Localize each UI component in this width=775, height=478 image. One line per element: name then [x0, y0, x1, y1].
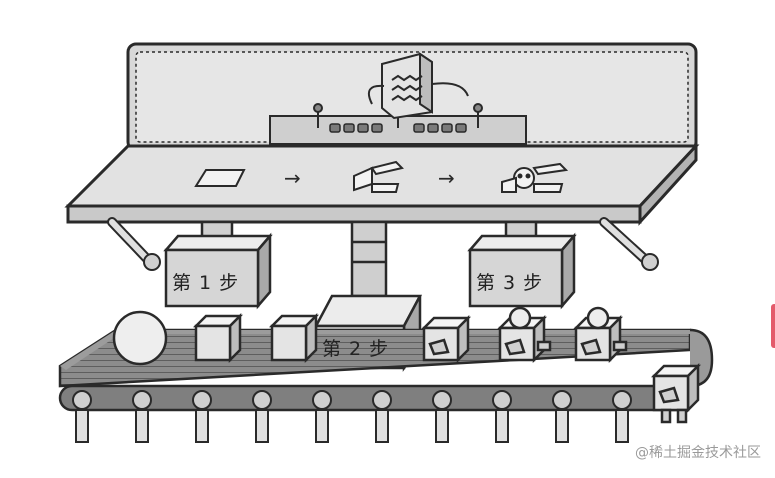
assembly-table: → → [64, 142, 700, 271]
press-step-1 [163, 220, 273, 310]
cube-item-1 [192, 312, 244, 364]
press-step-3 [467, 220, 577, 310]
edge-tab[interactable] [771, 304, 775, 348]
step-2-label: 第 2 步 [322, 338, 390, 360]
operator-robot-icon [368, 52, 469, 120]
belt-legs [75, 409, 629, 443]
raw-sphere [112, 310, 168, 366]
robot-item-2 [572, 306, 628, 364]
step-3-label: 第 3 步 [476, 272, 544, 294]
flow-arrow-1: → [284, 166, 301, 190]
watermark-text: @稀土掘金技术社区 [635, 445, 761, 461]
step-1-label: 第 1 步 [172, 272, 240, 294]
flow-robot-icon [501, 162, 569, 193]
part-item-1 [420, 314, 472, 364]
cube-item-2 [268, 312, 320, 364]
robot-item-1 [496, 306, 552, 364]
flow-part-icon [353, 160, 404, 193]
flow-square-icon [194, 169, 246, 187]
console-knobs [329, 123, 467, 133]
control-window [126, 42, 698, 152]
flow-arrow-2: → [438, 166, 455, 190]
belt-rollers [72, 390, 632, 410]
finished-robot [650, 362, 702, 424]
